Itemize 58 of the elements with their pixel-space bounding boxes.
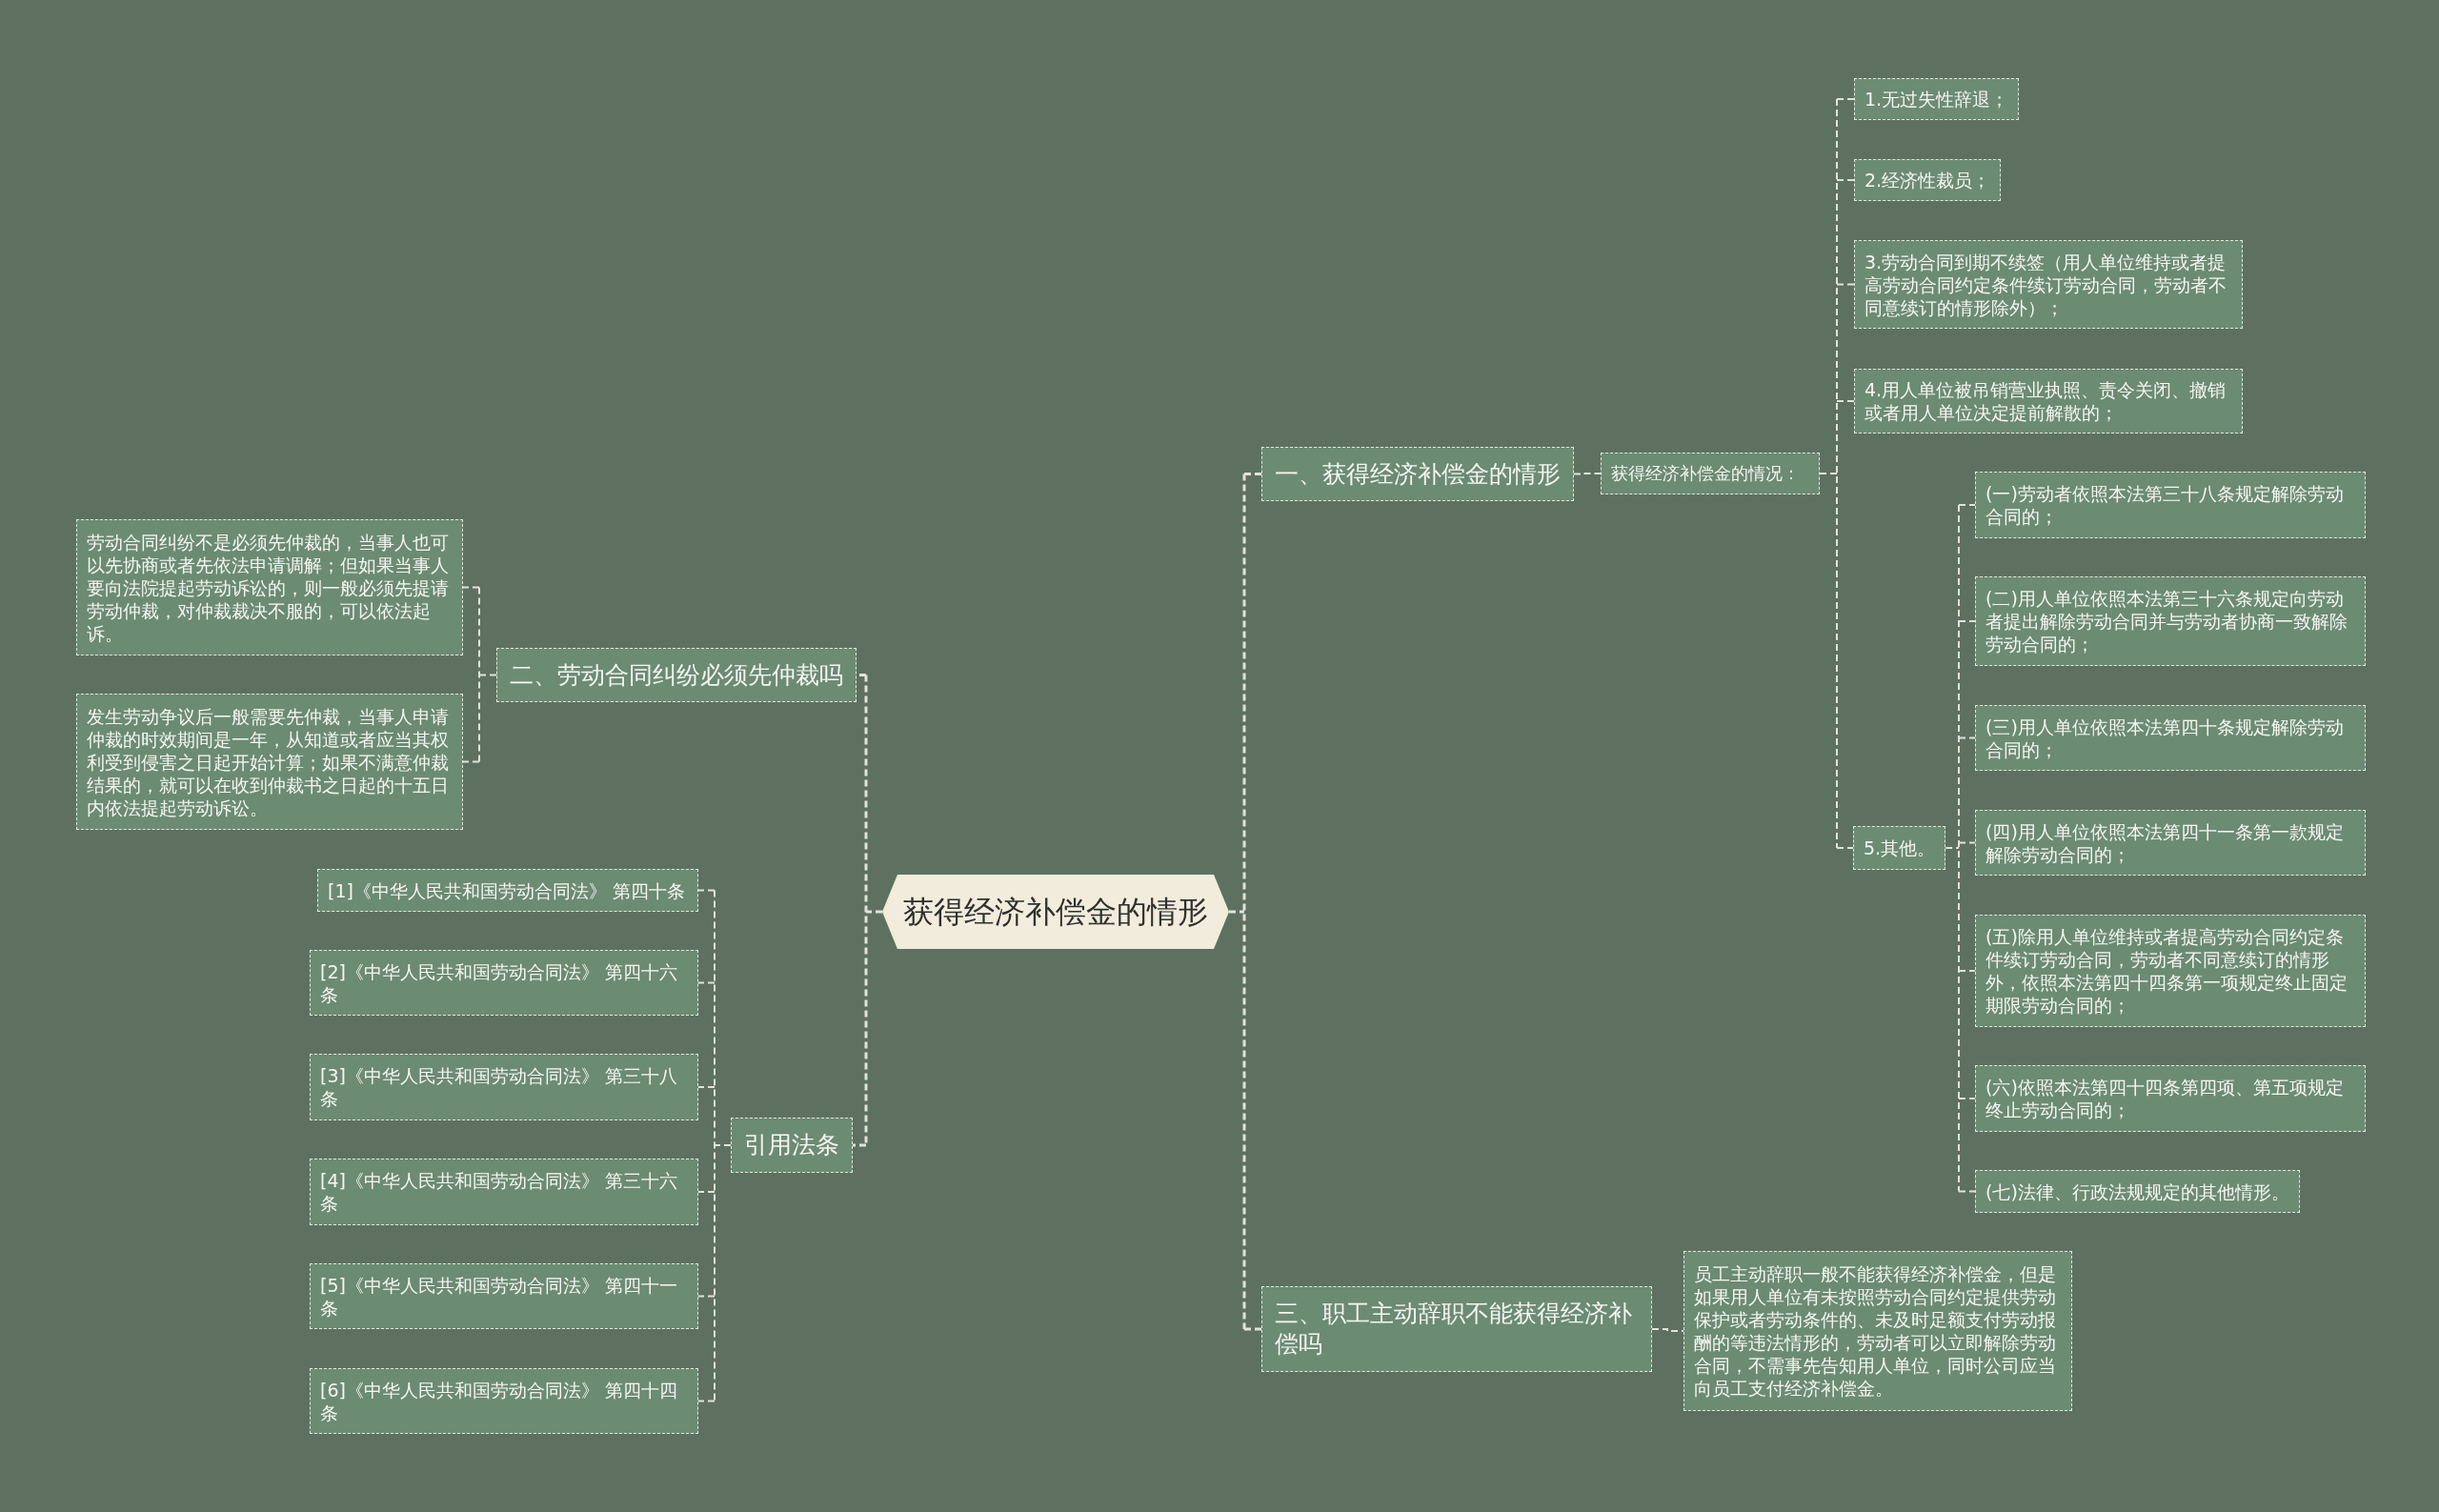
connector-line	[1227, 473, 1246, 1331]
connector-line	[478, 586, 497, 763]
item-card: (四)用人单位依照本法第四十一条第一款规定解除劳动合同的；	[1975, 810, 2366, 876]
connector-line	[462, 586, 480, 589]
item-card: (七)法律、行政法规规定的其他情形。	[1975, 1170, 2300, 1213]
connector-line	[1958, 841, 1976, 844]
detail-note: 发生劳动争议后一般需要先仲裁，当事人申请仲裁的时效期间是一年，从知道或者应当其权利受到侵害之日起开始计算；如果不满意仲裁结果的，就可以在收到仲裁书之日起的十五日内依法提起劳动诉讼。	[76, 694, 463, 830]
connector-line	[1958, 736, 1976, 739]
item-card: (五)除用人单位维持或者提高劳动合同约定条件续订劳动合同，劳动者不同意续订的情形外，依照本法第四十四条第一项规定终止固定期限劳动合同的；	[1975, 915, 2366, 1027]
connector-line	[1958, 1190, 1976, 1193]
connector-line	[1836, 847, 1854, 849]
connector-line	[714, 889, 732, 1402]
item-card: (六)依照本法第四十四条第四项、第五项规定终止劳动合同的；	[1975, 1065, 2366, 1132]
citation-card: [5]《中华人民共和国劳动合同法》 第四十一条	[310, 1263, 698, 1329]
connector-line	[1958, 620, 1976, 622]
connector-line	[697, 889, 716, 892]
item-card: 1.无过失性辞退；	[1854, 78, 2020, 120]
connector-line	[1836, 179, 1855, 181]
connector-line	[1836, 98, 1855, 100]
connector-line	[1819, 98, 1838, 849]
subtopic-card: 获得经济补偿金的情况：	[1601, 453, 1820, 494]
item-card: (一)劳动者依照本法第三十八条规定解除劳动合同的；	[1975, 472, 2366, 538]
branch-topic: 三、职工主动辞职不能获得经济补偿吗	[1261, 1286, 1652, 1372]
central-topic: 获得经济补偿金的情形	[882, 875, 1229, 949]
item-card: 2.经济性裁员；	[1854, 159, 2002, 201]
connector-line	[1573, 473, 1602, 475]
branch-topic: 引用法条	[731, 1118, 853, 1173]
branch-topic: 二、劳动合同纠纷必须先仲裁吗	[496, 648, 857, 702]
connector-line	[697, 1086, 716, 1088]
connector-line	[1958, 970, 1976, 972]
item-card: (三)用人单位依照本法第四十条规定解除劳动合同的；	[1975, 705, 2366, 771]
connector-line	[1958, 504, 1976, 506]
connector-line	[462, 760, 480, 763]
connector-line	[1945, 504, 1960, 1193]
branch-topic: 一、获得经济补偿金的情形	[1261, 447, 1574, 501]
connector-line	[1244, 1327, 1261, 1331]
connector-line	[697, 981, 716, 984]
citation-card: [1]《中华人民共和国劳动合同法》 第四十条	[317, 869, 698, 912]
connector-line	[1651, 1328, 1684, 1332]
connector-line	[1958, 1098, 1976, 1099]
detail-note: 员工主动辞职一般不能获得经济补偿金，但是如果用人单位有未按照劳动合同约定提供劳动保护或者劳动条件的、未及时足额支付劳动报酬的等违法情形的，劳动者可以立即解除劳动合同，不需事先告知用人单位，同时公司应当向员工支付经济补偿金。	[1683, 1251, 2072, 1411]
item-card: 5.其他。	[1853, 826, 1946, 870]
connector-line	[853, 1143, 866, 1147]
item-card: (二)用人单位依照本法第三十六条规定向劳动者提出解除劳动合同并与劳动者协商一致解除劳动合同的；	[1975, 576, 2366, 666]
connector-line	[1244, 473, 1261, 475]
detail-note: 劳动合同纠纷不是必须先仲裁的，当事人也可以先协商或者先依法申请调解；但如果当事人要向法院提起劳动诉讼的，则一般必须先提请劳动仲裁，对仲裁裁决不服的，可以依法起诉。	[76, 519, 463, 655]
connector-line	[1836, 400, 1855, 402]
connector-line	[857, 674, 866, 676]
connector-line	[697, 1295, 716, 1298]
connector-line	[697, 1191, 716, 1193]
connector-line	[697, 1400, 716, 1402]
item-card: 4.用人单位被吊销营业执照、责令关闭、撤销或者用人单位决定提前解散的；	[1854, 369, 2243, 433]
citation-card: [3]《中华人民共和国劳动合同法》 第三十八条	[310, 1054, 698, 1120]
citation-card: [4]《中华人民共和国劳动合同法》 第三十六条	[310, 1159, 698, 1225]
item-card: 3.劳动合同到期不续签（用人单位维持或者提高劳动合同约定条件续订劳动合同，劳动者不同意续订的情形除外）；	[1854, 240, 2243, 329]
citation-card: [6]《中华人民共和国劳动合同法》 第四十四条	[310, 1368, 698, 1434]
citation-card: [2]《中华人民共和国劳动合同法》 第四十六条	[310, 950, 698, 1016]
connector-line	[1836, 283, 1855, 286]
